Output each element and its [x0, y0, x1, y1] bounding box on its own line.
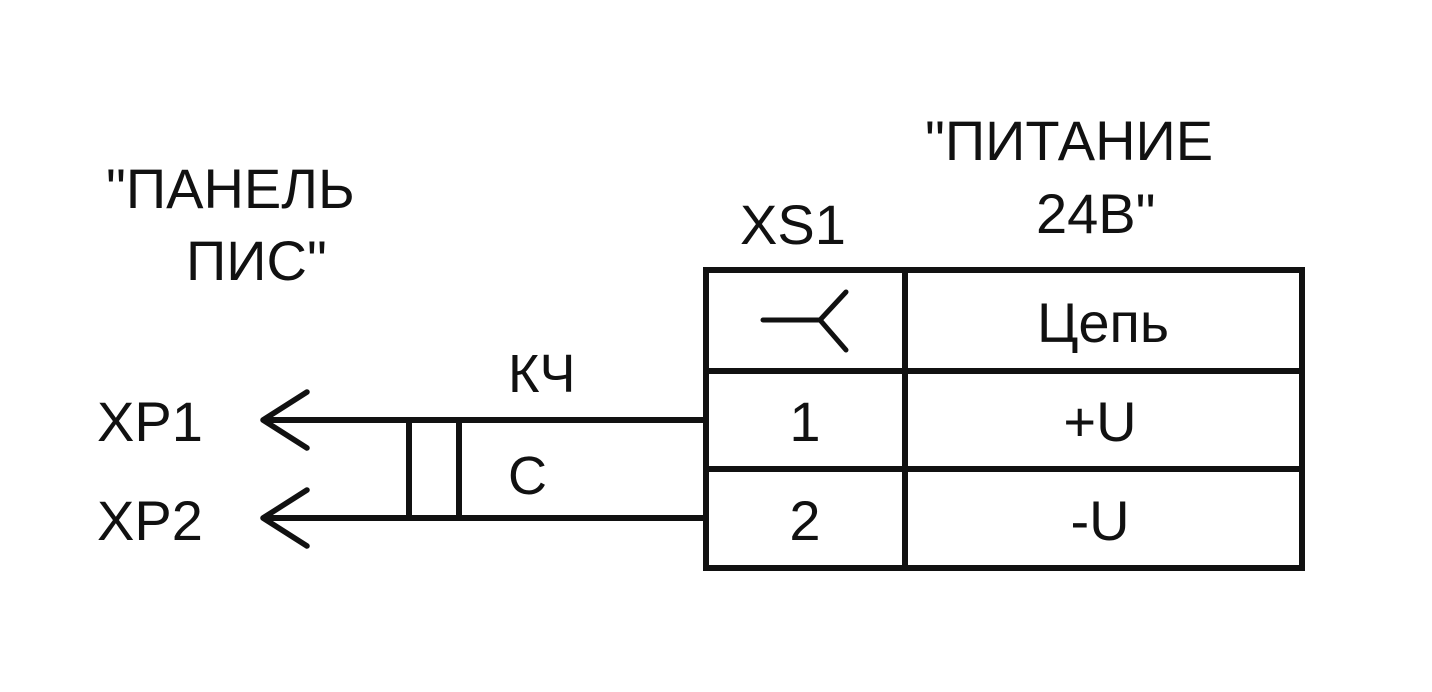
socket-designator: XS1 — [740, 193, 846, 256]
table-circuit-1: +U — [1063, 390, 1136, 453]
table-circuit-2: -U — [1070, 489, 1129, 552]
table-pin-2: 2 — [789, 489, 820, 552]
socket-symbol-icon — [760, 289, 849, 353]
power-title-line1: "ПИТАНИЕ — [925, 109, 1213, 172]
panel-title-line2: ПИС" — [186, 229, 327, 292]
panel-title-line1: "ПАНЕЛЬ — [106, 157, 355, 220]
plug-label-xp2: XP2 — [97, 489, 203, 552]
shield-label: С — [508, 446, 547, 506]
connector-table-frame — [703, 267, 1305, 571]
plug-arrow-xp1 — [260, 389, 310, 451]
plug-label-xp1: XP1 — [97, 390, 203, 453]
table-pin-1: 1 — [789, 390, 820, 453]
table-header-circuit: Цепь — [1037, 291, 1169, 354]
cable-label: КЧ — [508, 344, 575, 404]
power-title-line2: 24В" — [1036, 182, 1156, 245]
plug-arrow-xp2 — [260, 487, 310, 549]
